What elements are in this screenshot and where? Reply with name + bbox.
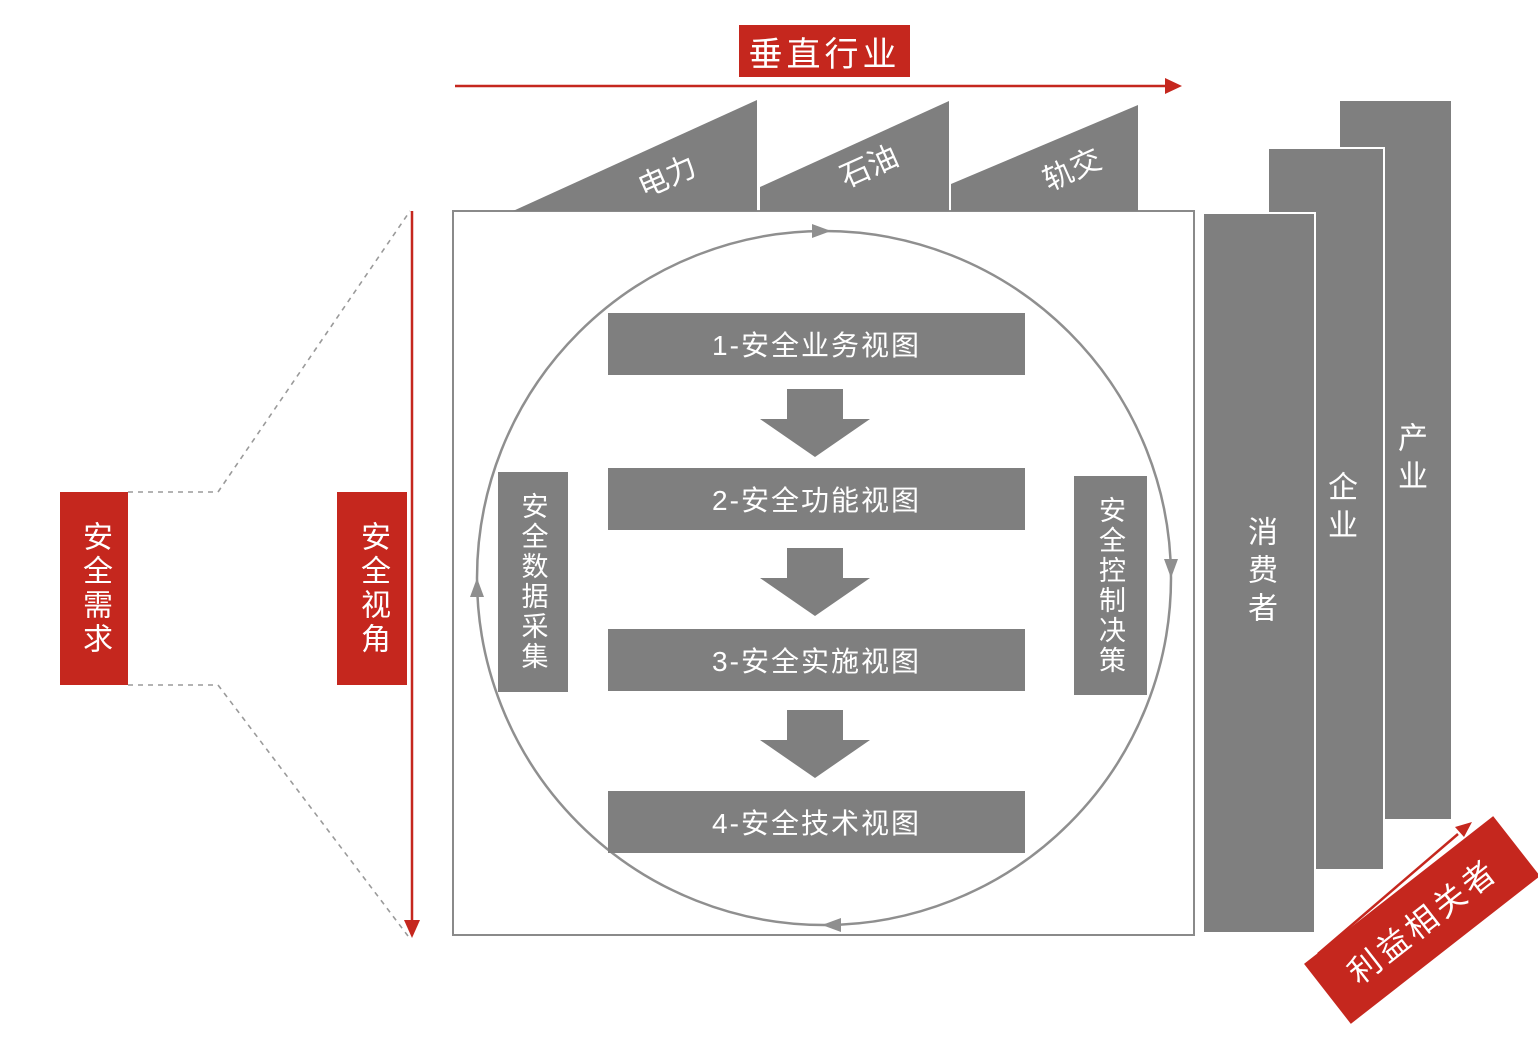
- stakeholder-bar-consumer: 消费者: [1202, 212, 1316, 934]
- security-perspective-label: 安全视角: [356, 520, 389, 657]
- view-box-technology: 4-安全技术视图: [608, 791, 1025, 853]
- control-decision-label: 安全控制决策: [1095, 495, 1125, 676]
- vertical-industry-title: 垂直行业: [739, 25, 910, 77]
- requirement-connector-top: [128, 210, 411, 493]
- industry-label-power: 电力: [633, 149, 702, 205]
- industry-label-rail: 轨交: [1038, 142, 1107, 198]
- control-decision-box: 安全控制决策: [1074, 476, 1147, 695]
- view-box-implementation: 3-安全实施视图: [608, 629, 1025, 691]
- security-perspective-box: 安全视角: [337, 492, 407, 685]
- stakeholder-bar-consumer-label: 消费者: [1243, 516, 1276, 630]
- view-box-business: 1-安全业务视图: [608, 313, 1025, 375]
- stakeholder-bar-industry-label: 产业: [1393, 422, 1426, 498]
- security-requirement-box: 安全需求: [60, 492, 128, 685]
- requirement-connector-bottom: [128, 684, 409, 937]
- security-perspective-arrowhead: [404, 920, 420, 938]
- vertical-industry-arrowhead: [1165, 78, 1182, 94]
- view-box-function: 2-安全功能视图: [608, 468, 1025, 530]
- security-requirement-label: 安全需求: [78, 520, 111, 657]
- data-collection-box: 安全数据采集: [498, 472, 568, 692]
- data-collection-label: 安全数据采集: [517, 492, 548, 672]
- industry-label-oil: 石油: [835, 139, 904, 195]
- stakeholder-bar-enterprise-label: 企业: [1323, 471, 1356, 547]
- industry-tooth-1: [513, 100, 757, 211]
